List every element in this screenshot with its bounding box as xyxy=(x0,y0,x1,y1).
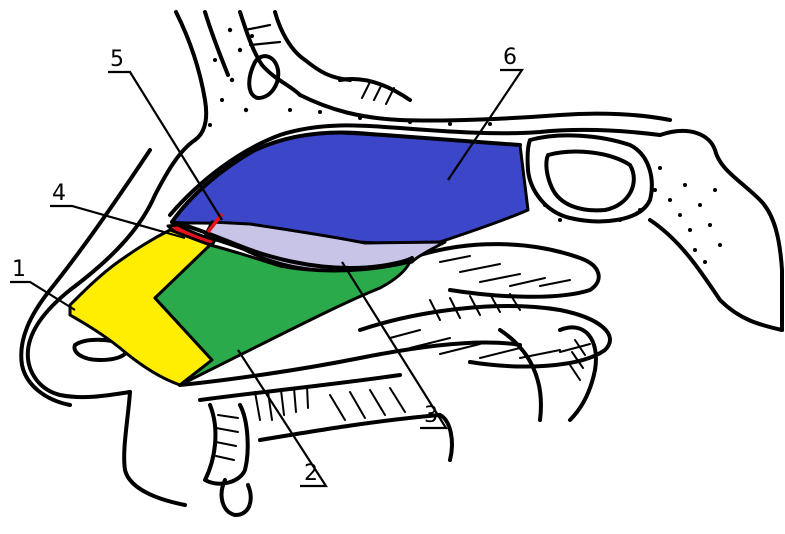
label-1: 1 xyxy=(12,257,26,282)
label-4: 4 xyxy=(52,181,66,206)
label-3: 3 xyxy=(424,403,438,428)
label-5: 5 xyxy=(110,47,124,72)
label-6: 6 xyxy=(503,45,517,70)
label-2: 2 xyxy=(304,461,318,486)
